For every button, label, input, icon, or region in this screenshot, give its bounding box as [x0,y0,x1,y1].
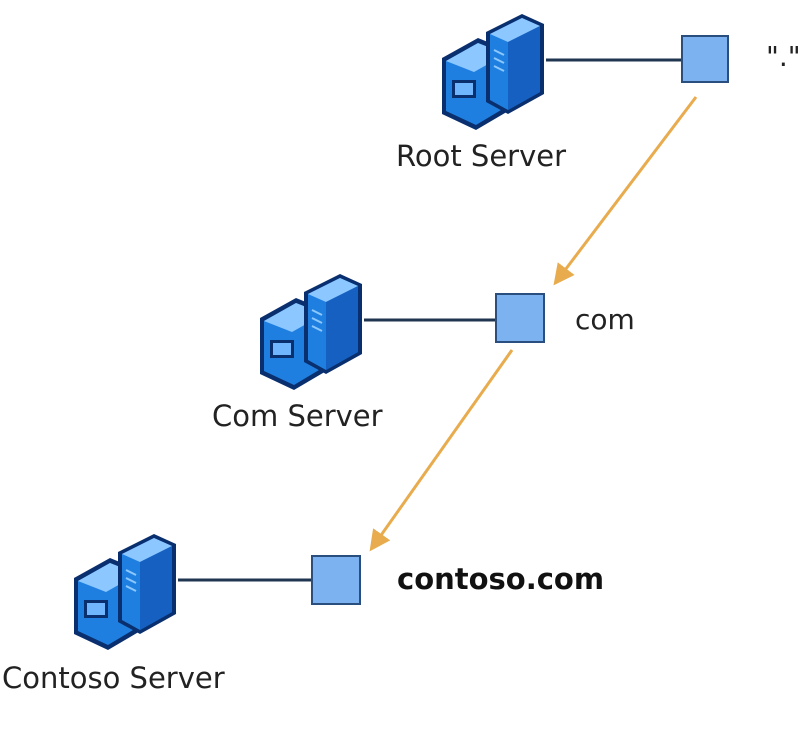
referral-arrow-root-to-com [553,96,698,286]
zone-label-root: "." [766,40,800,73]
zone-node-root [681,35,729,83]
zone-node-com [495,293,545,343]
com-server-icon [255,273,365,395]
zone-label-com: com [575,303,635,336]
root-server-label: Root Server [396,139,567,173]
zone-label-contoso: contoso.com [397,562,605,596]
contoso-server-icon [69,533,179,655]
com-server-label: Com Server [212,399,383,433]
referral-arrow-com-to-contoso [369,349,514,552]
contoso-server-label: Contoso Server [2,661,225,695]
root-server-icon [437,13,547,135]
zone-node-contoso [311,555,361,605]
